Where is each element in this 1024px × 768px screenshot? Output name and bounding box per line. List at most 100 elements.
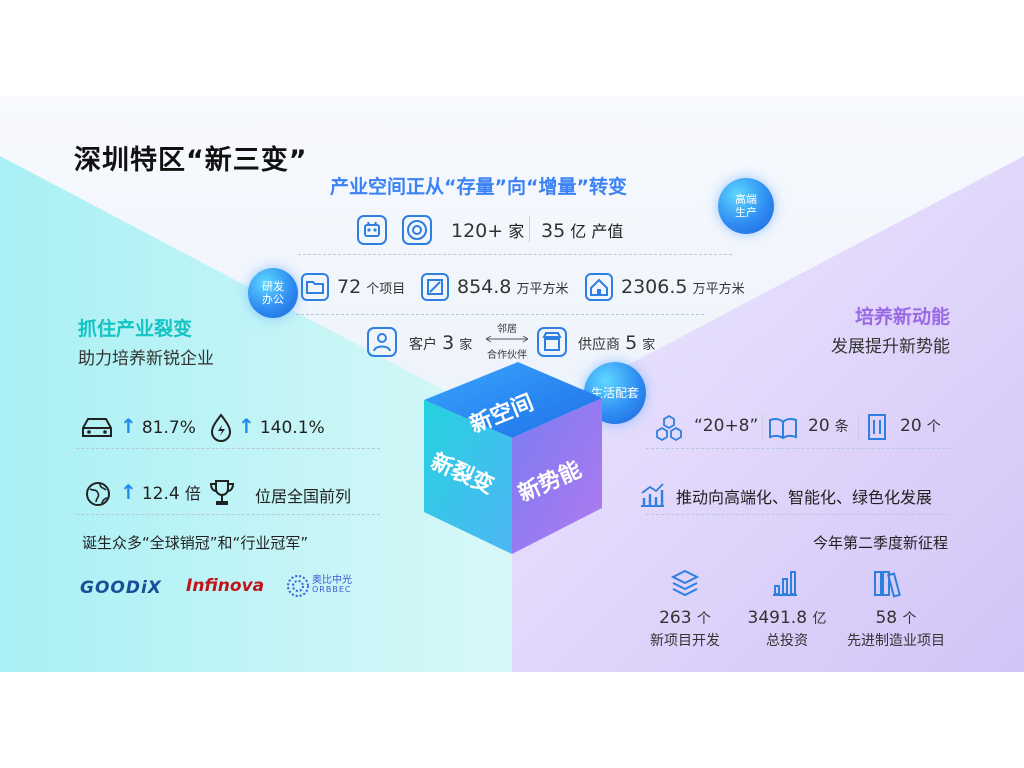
- total-area-number: 2306.5: [621, 276, 688, 298]
- cube-right-face: [512, 398, 602, 554]
- dashed-divider: [296, 314, 704, 315]
- cube-left-face: [424, 400, 512, 554]
- bubble-rd-office: 研发办公: [248, 268, 298, 318]
- shop-icon: [537, 327, 567, 357]
- total-area: 2306.5 万平方米: [621, 276, 745, 298]
- total-area-unit: 万平方米: [692, 282, 745, 297]
- left-subheading: 助力培养新锐企业: [78, 349, 214, 369]
- divider: [529, 216, 530, 242]
- cube-top-face: [424, 362, 602, 438]
- dashed-divider: [646, 514, 950, 515]
- link-bottom-label: 合作伙伴: [487, 350, 527, 361]
- stat-multiplier-unit: 倍: [184, 484, 201, 503]
- output-unit: 亿 产值: [570, 222, 624, 241]
- stat-energy-value: 140.1%: [259, 418, 325, 438]
- dashed-divider: [646, 448, 950, 449]
- policy-label: “20+8”: [694, 416, 759, 436]
- output-value: 35 亿 产值: [541, 218, 623, 242]
- infinova-logo: Infinova: [186, 576, 265, 596]
- clients-count: 客户 3 家: [409, 332, 472, 354]
- clients-label: 客户: [409, 337, 437, 353]
- projects-count: 72 个项目: [337, 276, 405, 298]
- trend-text: 推动向高端化、智能化、绿色化发展: [676, 488, 933, 507]
- bubble-high-end-production: 高端生产: [718, 178, 774, 234]
- space-area: 854.8 万平方米: [457, 276, 569, 298]
- new-projects-label: 新项目开发: [650, 633, 720, 649]
- hexagon-cluster-icon: [656, 414, 682, 442]
- stat-total-investment: 3491.8 亿: [737, 608, 837, 628]
- orbbec-logo-icon: [287, 575, 309, 597]
- orbbec-logo-en: ORBBEC: [312, 585, 352, 594]
- up-arrow-icon: ↑: [120, 480, 137, 504]
- investment-number: 3491.8: [747, 608, 808, 628]
- suppliers-number: 5: [625, 332, 638, 354]
- trophy-icon: [209, 480, 235, 505]
- folder-icon: [301, 273, 329, 301]
- stat-new-projects: 263 个: [640, 608, 730, 628]
- dashed-divider: [76, 514, 380, 515]
- car-icon: [82, 418, 112, 437]
- neighbor-partner-link: 邻居 合作伙伴: [484, 320, 530, 361]
- page-title: 深圳特区“新三变”: [74, 145, 308, 176]
- enterprises-unit: 家: [508, 222, 525, 241]
- up-arrow-icon: ↑: [238, 414, 255, 438]
- double-arrow-icon: [485, 335, 529, 343]
- link-top-label: 邻居: [497, 324, 517, 335]
- champions-text: 诞生众多“全球销冠”和“行业冠军”: [82, 534, 309, 552]
- area-measure-icon: [421, 273, 449, 301]
- space-area-unit: 万平方米: [516, 282, 569, 297]
- space-area-number: 854.8: [457, 276, 512, 298]
- cube-graphic: [424, 362, 602, 554]
- stat-multiplier: ↑ 12.4 倍: [120, 480, 201, 504]
- stat-energy-growth: ↑ 140.1%: [238, 414, 325, 438]
- bases-unit: 个: [926, 419, 941, 435]
- rules-number: 20: [808, 416, 830, 436]
- enterprises-count: 120+ 家: [451, 218, 524, 242]
- client-person-icon: [367, 327, 397, 357]
- suppliers-label: 供应商: [578, 337, 620, 353]
- orbbec-logo: 奥比中光 ORBBEC: [312, 575, 352, 595]
- rules-count: 20 条: [808, 416, 849, 436]
- right-subheading: 发展提升新势能: [831, 337, 950, 357]
- clients-number: 3: [442, 332, 455, 354]
- stat-multiplier-value: 12.4: [141, 484, 180, 504]
- manufacturing-unit: 个: [902, 611, 917, 627]
- orbbec-logo-cn: 奥比中光: [312, 575, 352, 586]
- house-icon: [585, 273, 613, 301]
- up-arrow-icon: ↑: [120, 414, 137, 438]
- space-heading: 产业空间正从“存量”向“增量”转变: [330, 176, 627, 198]
- left-heading: 抓住产业裂变: [78, 318, 193, 340]
- trend-chart-icon: [641, 483, 664, 507]
- layers-icon: [670, 569, 700, 597]
- goodix-logo: GOODiX: [80, 578, 162, 598]
- projects-unit: 个项目: [366, 282, 406, 297]
- new-projects-number: 263: [659, 608, 692, 628]
- manufacturing-number: 58: [875, 608, 898, 628]
- bar-chart-icon: [773, 571, 797, 596]
- suppliers-unit: 家: [642, 338, 656, 353]
- investment-unit: 亿: [812, 611, 827, 627]
- output-number: 35: [541, 220, 566, 242]
- season-text: 今年第二季度新征程: [812, 534, 948, 552]
- stat-manufacturing-projects: 58 个: [838, 608, 954, 628]
- bases-count: 20 个: [900, 416, 941, 436]
- investment-label: 总投资: [766, 633, 808, 649]
- stat-car-value: 81.7%: [141, 418, 196, 438]
- energy-drop-icon: [210, 413, 232, 442]
- books-icon: [874, 571, 901, 598]
- stat-rank-text: 位居全国前列: [255, 487, 352, 506]
- globe-icon: [86, 482, 110, 506]
- building-icon: [868, 414, 886, 440]
- divider: [858, 414, 859, 440]
- new-projects-unit: 个: [696, 611, 711, 627]
- suppliers-count: 供应商 5 家: [578, 332, 655, 354]
- sensor-icon: [402, 215, 432, 245]
- clients-unit: 家: [459, 338, 473, 353]
- infographic-slide: 深圳特区“新三变” 产业空间正从“存量”向“增量”转变 高端生产 研发办公 生活…: [0, 96, 1024, 672]
- divider: [762, 414, 763, 440]
- right-heading: 培养新动能: [854, 306, 950, 328]
- projects-number: 72: [337, 276, 362, 298]
- enterprises-number: 120+: [451, 220, 504, 242]
- robot-icon: [357, 215, 387, 245]
- rules-unit: 条: [834, 419, 849, 435]
